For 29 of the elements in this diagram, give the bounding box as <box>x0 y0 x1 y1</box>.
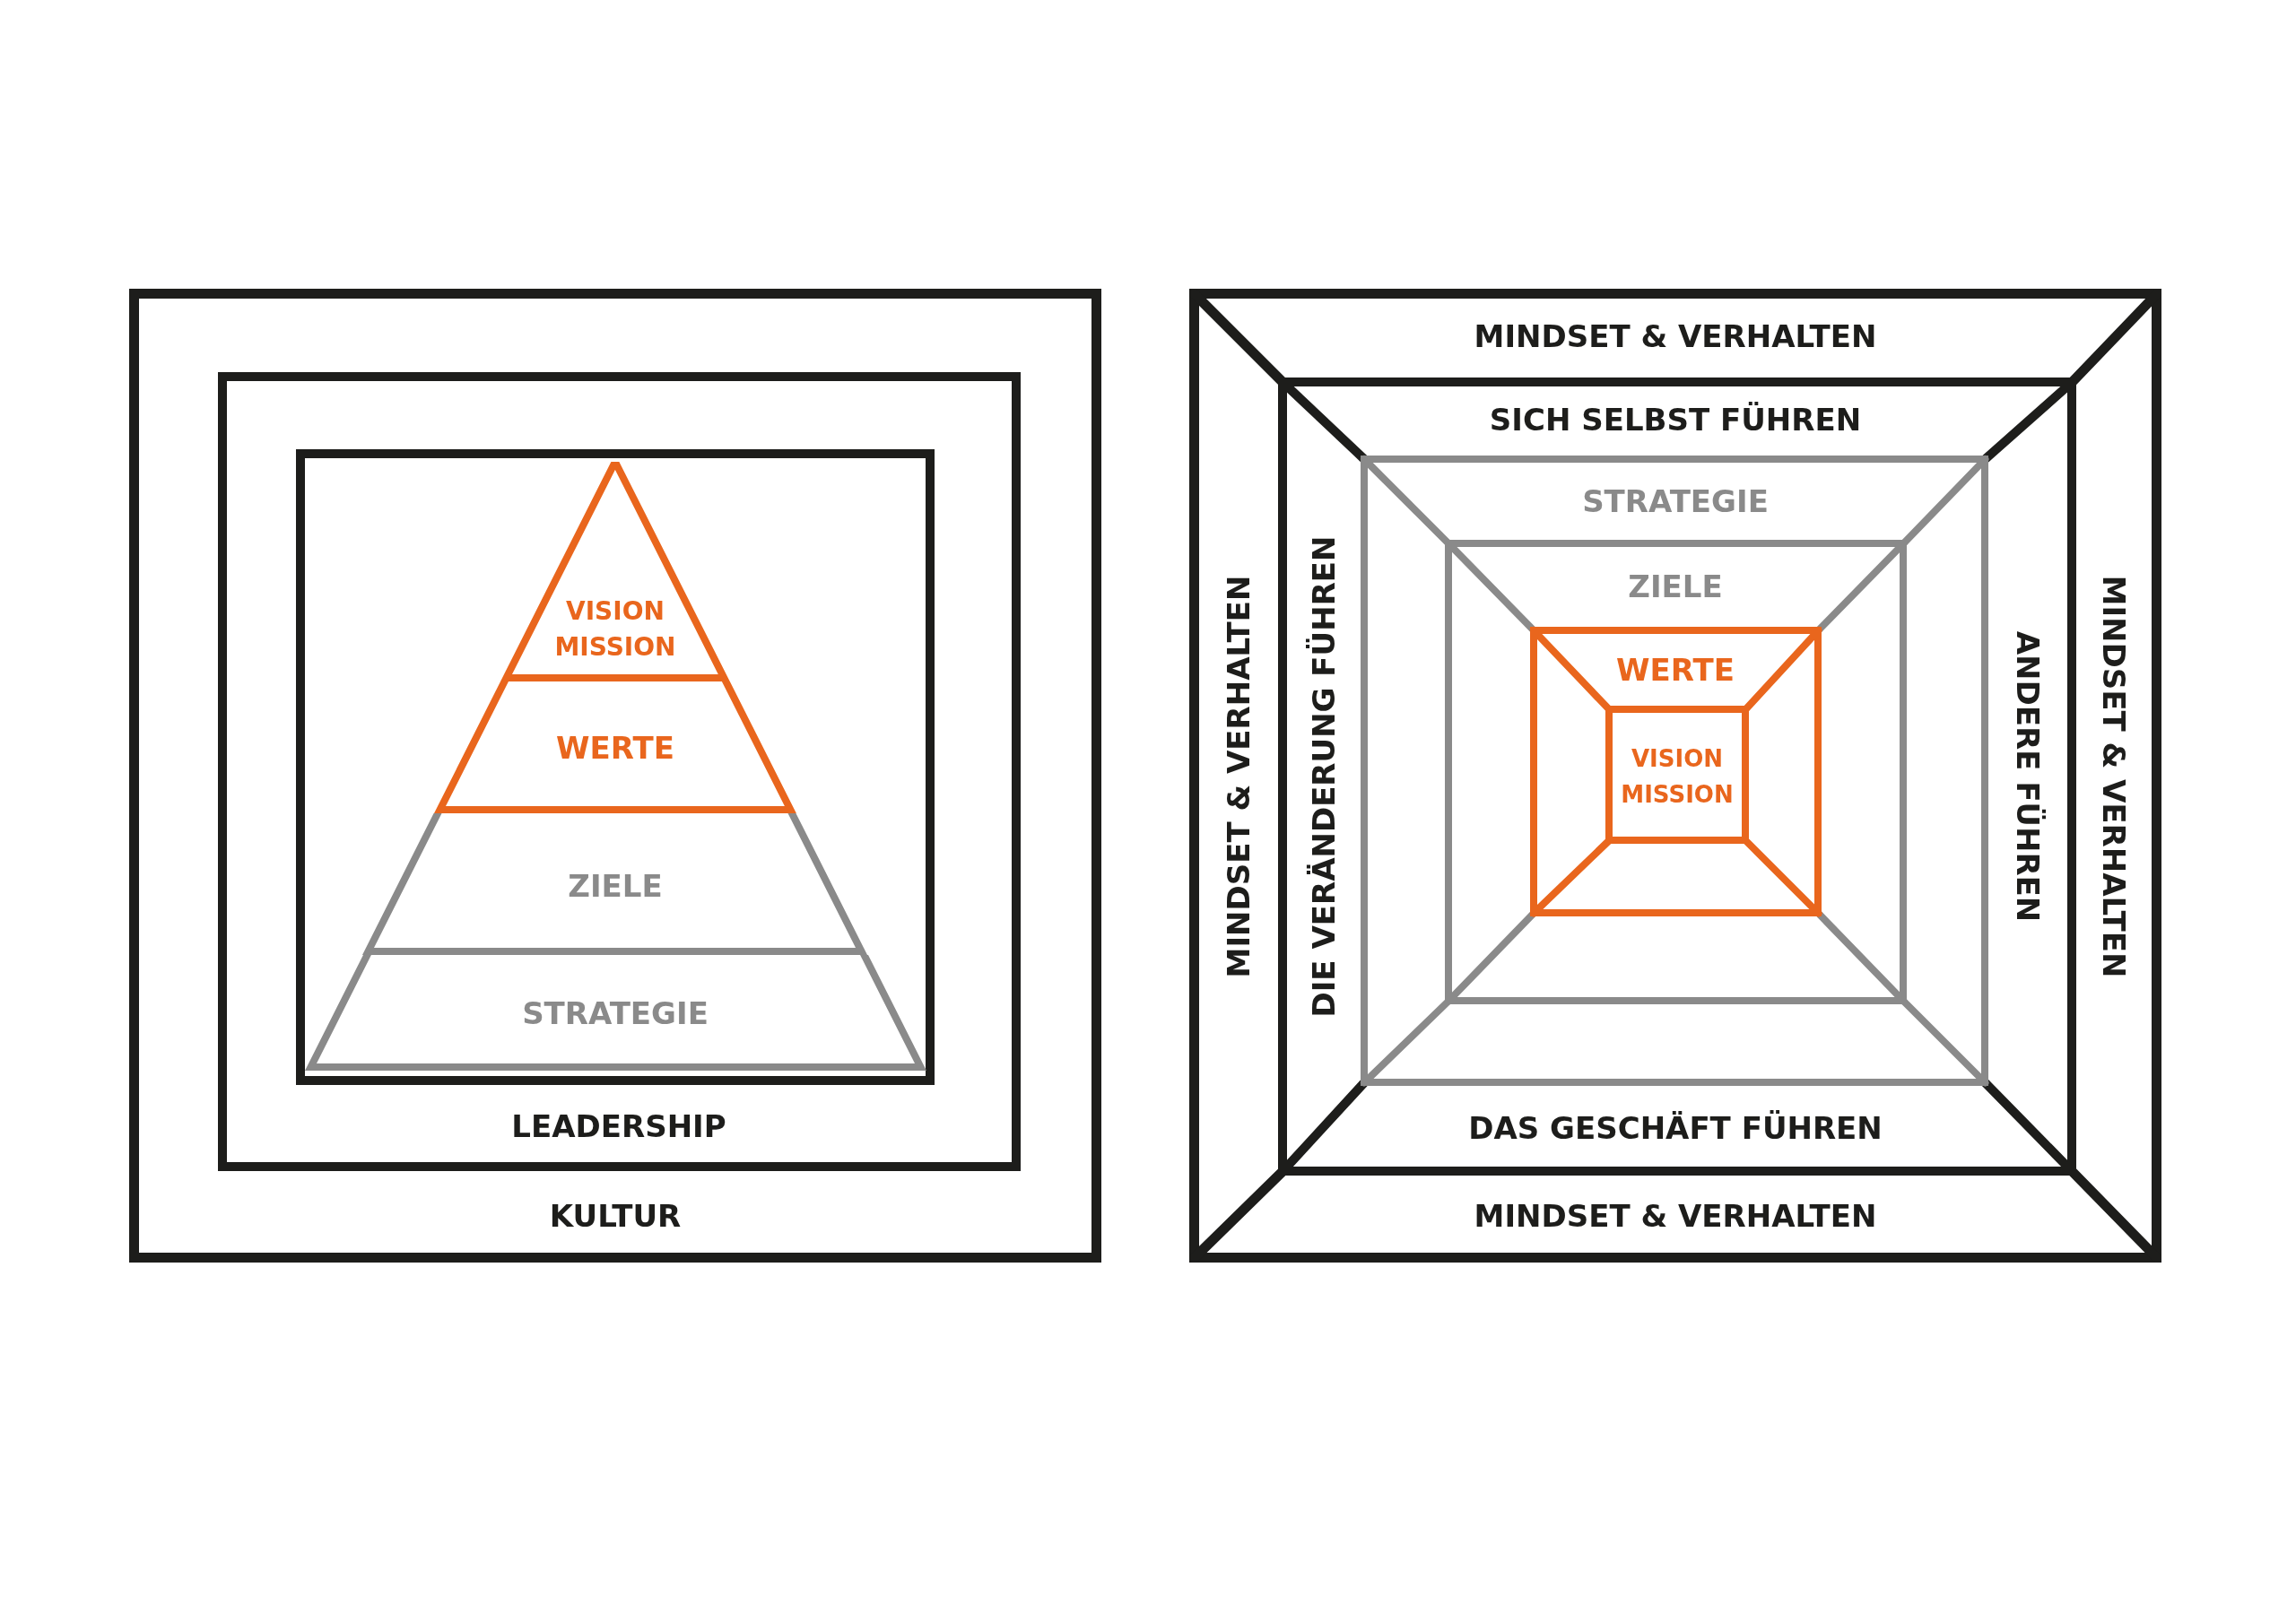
square-frame <box>218 372 1021 1171</box>
layer-label: WERTE <box>556 733 674 763</box>
square-frame <box>129 289 1101 1263</box>
frame-label: MINDSET & VERHALTEN <box>1474 321 1877 352</box>
square-frame <box>1361 456 1988 1086</box>
frame-label: KULTUR <box>549 1201 682 1231</box>
square-frame <box>1278 378 2076 1176</box>
frame-label: ZIELE <box>1628 571 1723 602</box>
frame-label: MINDSET & VERHALTEN <box>2099 575 2129 978</box>
frame-label: MINDSET & VERHALTEN <box>1474 1201 1877 1231</box>
square-frame <box>1189 289 2161 1263</box>
pyramid-layer <box>500 462 730 681</box>
frame-label: MISSION <box>1621 783 1734 806</box>
square-frame <box>1445 540 1907 1004</box>
frame-label: VISION <box>1631 747 1724 770</box>
pyramid-layer <box>304 955 926 1071</box>
square-frame <box>296 449 935 1085</box>
layer-label: VISION <box>566 599 665 624</box>
frame-label: WERTE <box>1616 655 1735 685</box>
square-frame <box>1605 706 1749 844</box>
frame-label: MINDSET & VERHALTEN <box>1223 575 1254 978</box>
layer-label: MISSION <box>554 635 676 660</box>
layer-label: STRATEGIE <box>522 998 709 1028</box>
square-frame <box>1530 627 1822 916</box>
frame-label: LEADERSHIP <box>511 1111 726 1141</box>
pyramid-layer <box>362 813 868 955</box>
frame-label: STRATEGIE <box>1582 486 1769 516</box>
layer-label: ZIELE <box>568 871 663 901</box>
pyramid-layer <box>434 681 796 813</box>
